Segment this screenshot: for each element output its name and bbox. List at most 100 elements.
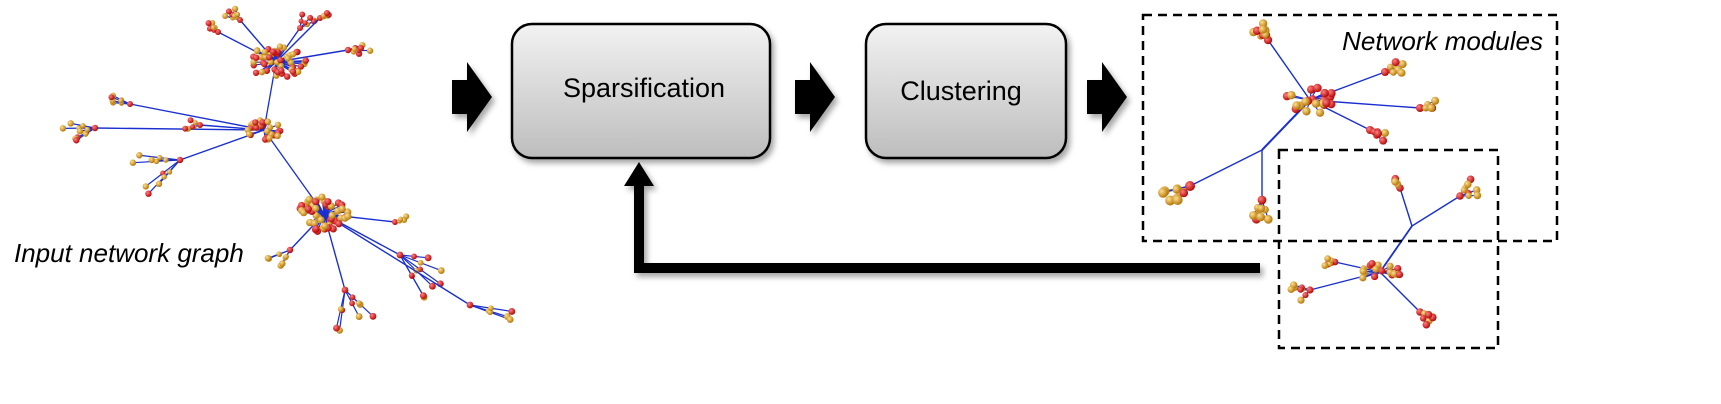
network-module-2 — [1287, 174, 1482, 329]
graph-node — [1386, 262, 1394, 270]
graph-node — [1311, 99, 1321, 108]
graph-node — [190, 124, 196, 130]
graph-node — [1256, 212, 1266, 222]
graph-node — [205, 20, 212, 27]
graph-node — [73, 137, 80, 144]
graph-node — [318, 193, 326, 201]
graph-node — [1324, 255, 1332, 263]
graph-node — [283, 253, 289, 260]
graph-node — [1372, 265, 1380, 273]
graph-node — [1419, 315, 1427, 322]
graph-node — [82, 131, 89, 137]
graph-node — [337, 306, 344, 312]
graph-node — [182, 125, 189, 132]
graph-node — [261, 48, 268, 56]
graph-node — [263, 128, 271, 135]
graph-node — [266, 54, 273, 61]
graph-node — [297, 63, 305, 70]
graph-edge — [1267, 39, 1311, 101]
graph-node — [259, 119, 266, 126]
module-box-1 — [1141, 13, 1559, 243]
graph-node — [1287, 285, 1295, 293]
graph-node — [1302, 107, 1311, 116]
graph-node — [269, 48, 277, 55]
graph-node — [59, 125, 67, 132]
graph-node — [356, 300, 362, 307]
graph-node — [1302, 292, 1309, 299]
graph-node — [253, 47, 261, 55]
graph-node — [324, 198, 332, 206]
graph-node — [357, 44, 365, 52]
graph-node — [118, 98, 124, 104]
graph-edge — [129, 103, 265, 131]
graph-node — [166, 169, 173, 175]
graph-node — [297, 25, 303, 31]
graph-node — [1390, 270, 1398, 278]
graph-node — [341, 286, 349, 294]
graph-node — [258, 68, 266, 76]
graph-node — [294, 68, 302, 75]
graph-node — [222, 12, 229, 19]
graph-node — [508, 308, 516, 315]
graph-node — [1263, 214, 1273, 224]
graph-node — [344, 212, 352, 220]
graph-node — [284, 55, 291, 62]
graph-node — [1258, 25, 1268, 34]
graph-edge — [1309, 71, 1386, 101]
graph-node — [252, 69, 260, 76]
graph-node — [1464, 180, 1472, 189]
graph-node — [312, 224, 320, 233]
graph-node — [84, 126, 91, 133]
graph-node — [1301, 97, 1310, 106]
graph-node — [302, 20, 308, 26]
graph-node — [344, 46, 352, 54]
graph-node — [323, 9, 330, 16]
graph-node — [317, 216, 325, 224]
graph-node — [1322, 98, 1331, 108]
graph-node — [1427, 103, 1436, 112]
graph-node — [225, 8, 232, 15]
graph-node — [129, 159, 137, 166]
graph-node — [261, 60, 268, 68]
graph-node — [108, 94, 115, 101]
graph-node — [1257, 204, 1266, 213]
graph-node — [1422, 320, 1431, 329]
flow-arrow-3 — [1087, 62, 1127, 132]
graph-node — [424, 254, 432, 262]
flow-arrow-1 — [452, 62, 492, 132]
graph-node — [192, 120, 198, 126]
graph-node — [304, 205, 312, 213]
graph-node — [235, 11, 241, 17]
graph-node — [91, 124, 99, 132]
graph-node — [403, 213, 410, 220]
graph-node — [161, 174, 167, 180]
graph-node — [307, 14, 314, 21]
input-network-graph — [59, 5, 516, 334]
graph-node — [1370, 272, 1379, 281]
graph-node — [1389, 68, 1397, 76]
graph-node — [1465, 192, 1472, 199]
graph-node — [1313, 83, 1322, 93]
graph-node — [1456, 192, 1464, 200]
network-modules-label: Network modules — [1342, 26, 1543, 56]
graph-node — [266, 134, 273, 142]
graph-node — [298, 18, 304, 24]
graph-edge — [1379, 271, 1421, 313]
graph-node — [1257, 195, 1267, 205]
graph-node — [278, 67, 285, 74]
graph-node — [351, 46, 358, 52]
graph-node — [366, 47, 374, 54]
graph-node — [1386, 63, 1394, 71]
graph-node — [156, 154, 163, 161]
graph-node — [338, 205, 346, 213]
sparsification-label: Sparsification — [563, 73, 725, 103]
graph-node — [369, 312, 377, 320]
graph-node — [398, 216, 404, 222]
graph-node — [253, 54, 260, 61]
graph-node — [197, 122, 203, 128]
graph-node — [1315, 108, 1325, 117]
graph-node — [429, 282, 436, 290]
graph-node — [1379, 136, 1388, 145]
graph-node — [1368, 260, 1376, 268]
graph-node — [279, 260, 286, 267]
